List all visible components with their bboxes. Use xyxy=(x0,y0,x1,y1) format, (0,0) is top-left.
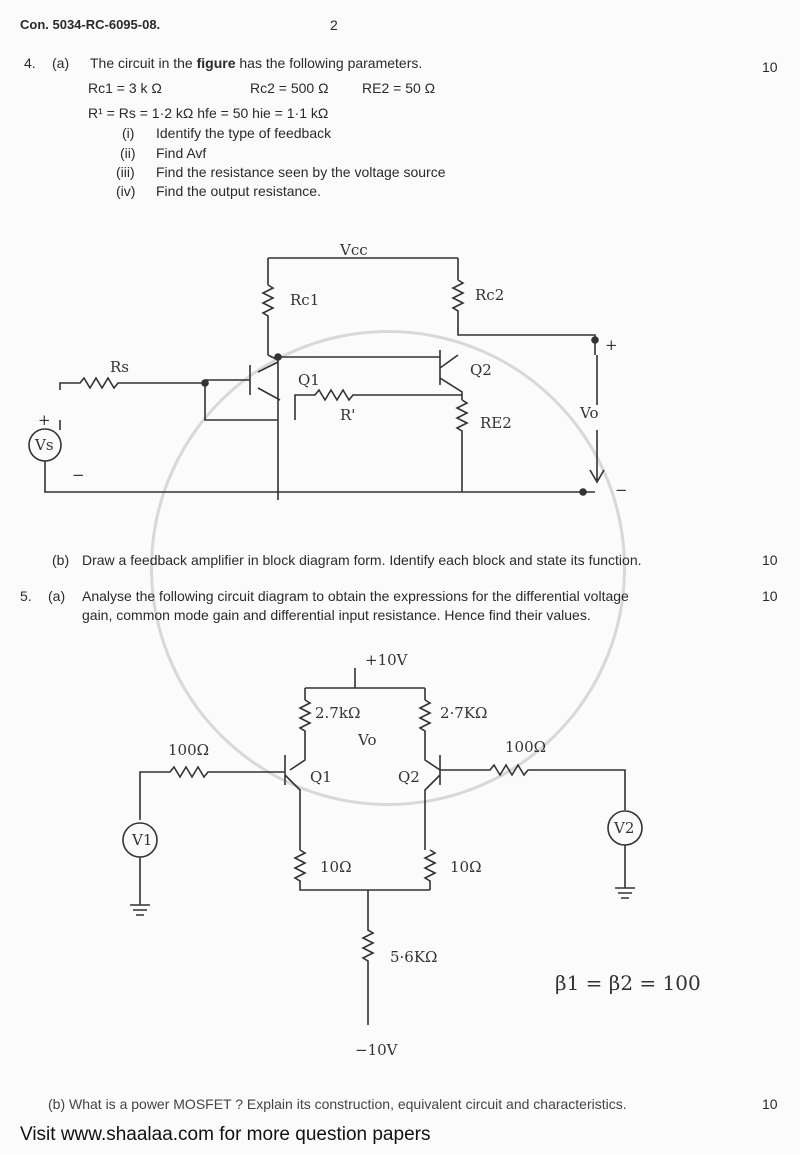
label-out-minus: − xyxy=(615,481,628,499)
resistor-ree xyxy=(361,890,375,1025)
sub-text: Identify the type of feedback xyxy=(156,125,332,141)
label-q2: Q2 xyxy=(470,361,492,379)
q4-part-b: (b) xyxy=(52,552,70,568)
q4-number: 4. xyxy=(24,55,36,71)
watermark-circle xyxy=(150,330,626,806)
sub-num: (ii) xyxy=(120,145,136,161)
sub-num: (iv) xyxy=(116,183,136,199)
label-rb-right: 100Ω xyxy=(505,738,546,756)
label-q1: Q1 xyxy=(298,371,320,389)
sub-num: (iii) xyxy=(116,164,135,180)
label-rc-right: 2·7KΩ xyxy=(440,704,488,722)
sub-text: Find the output resistance. xyxy=(156,183,321,199)
q5b-marks: 10 xyxy=(762,1096,778,1112)
label-vs: Vs xyxy=(34,436,54,454)
resistor-rb-right xyxy=(440,763,626,810)
q4-intro: The circuit in the figure has the follow… xyxy=(90,55,423,71)
label-vo: Vo xyxy=(357,731,377,749)
param-re2: RE2 = 50 Ω xyxy=(362,80,436,96)
circuit1: Vcc Rc1 Rc2 Rs Q1 Q2 R' RE2 Vo Vs + − + … xyxy=(28,241,628,500)
params-line2: R¹ = Rs = 1·2 kΩ hfe = 50 hie = 1·1 kΩ xyxy=(88,105,329,121)
footer-link[interactable]: Visit www.shaalaa.com for more question … xyxy=(20,1124,431,1145)
q5-line2: gain, common mode gain and differential … xyxy=(82,607,591,623)
label-re-right: 10Ω xyxy=(450,858,482,876)
q5-number: 5. xyxy=(20,588,32,604)
label-rprime: R' xyxy=(340,406,355,424)
q4b-marks: 10 xyxy=(762,552,778,568)
label-rc2: Rc2 xyxy=(475,286,504,304)
label-re-left: 10Ω xyxy=(320,858,352,876)
label-re2: RE2 xyxy=(480,414,512,432)
label-beta: β1 = β2 = 100 xyxy=(555,971,701,995)
resistor-rprime xyxy=(294,388,462,420)
label-q1: Q1 xyxy=(310,768,332,786)
resistor-rc1 xyxy=(261,284,275,355)
sub-text: Find the resistance seen by the voltage … xyxy=(156,164,446,180)
label-ree: 5·6KΩ xyxy=(390,948,438,966)
q5-line1: Analyse the following circuit diagram to… xyxy=(82,588,629,604)
label-rb-left: 100Ω xyxy=(168,741,209,759)
label-out-plus: + xyxy=(605,336,618,354)
label-vneg: −10V xyxy=(355,1041,399,1059)
resistor-rc-left xyxy=(289,699,312,771)
label-plus: + xyxy=(38,411,51,429)
label-vo: Vo xyxy=(579,404,599,422)
resistor-re-right xyxy=(423,849,437,890)
resistor-re-left xyxy=(293,849,430,891)
q5-part-a: (a) xyxy=(48,588,66,604)
q5a-marks: 10 xyxy=(762,588,778,604)
label-v2: V2 xyxy=(613,819,634,837)
param-rc2: Rc2 = 500 Ω xyxy=(250,80,329,96)
paper-code: Con. 5034-RC-6095-08. xyxy=(20,17,161,32)
resistor-rc-right xyxy=(418,699,441,771)
resistor-rb-left xyxy=(139,765,285,820)
sub-text: Find Avf xyxy=(156,145,207,161)
label-rc-left: 2.7kΩ xyxy=(315,704,360,722)
param-rc1: Rc1 = 3 k Ω xyxy=(88,80,162,96)
q4b-text: Draw a feedback amplifier in block diagr… xyxy=(82,552,642,568)
resistor-rc2 xyxy=(451,279,596,355)
label-rs: Rs xyxy=(110,358,129,376)
label-vpos: +10V xyxy=(365,651,409,669)
resistor-rs xyxy=(59,376,278,421)
label-minus: − xyxy=(72,466,85,484)
sub-num: (i) xyxy=(122,125,135,141)
label-q2: Q2 xyxy=(398,768,420,786)
label-v1: V1 xyxy=(131,831,152,849)
q5b-text: (b) What is a power MOSFET ? Explain its… xyxy=(48,1096,627,1112)
page-number: 2 xyxy=(330,17,338,33)
circuit2: +10V 2.7kΩ 2·7KΩ 100Ω 100Ω Vo Q1 Q2 10Ω … xyxy=(122,651,701,1059)
q4a-marks: 10 xyxy=(762,59,778,75)
label-rc1: Rc1 xyxy=(290,291,319,309)
q4-part-a: (a) xyxy=(52,55,70,71)
resistor-re2 xyxy=(455,399,469,492)
label-vcc: Vcc xyxy=(339,241,368,259)
